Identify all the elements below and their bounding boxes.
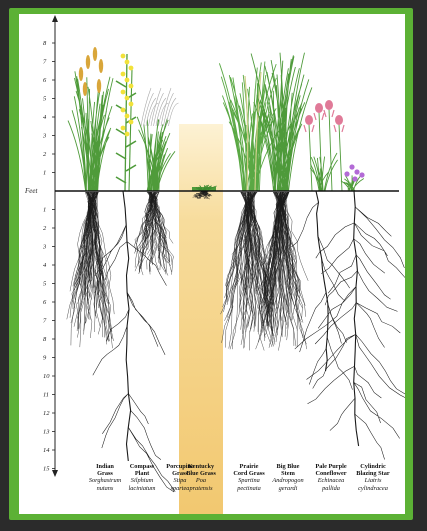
common-name-line2: Stem — [264, 470, 312, 477]
axis-tick-label: 10 — [43, 373, 50, 380]
common-name-line2: Coneflower — [307, 470, 355, 477]
axis-tick-label: 6 — [43, 299, 47, 306]
axis-tick-label: 12 — [43, 410, 50, 417]
plants-layer — [67, 47, 405, 492]
plant-porcupine-grass — [134, 88, 178, 276]
scientific-name-line1: Echinacea — [307, 477, 355, 484]
axis-tick-label: 8 — [43, 336, 47, 343]
axis-arrow-up-icon — [52, 15, 58, 22]
common-name-line2: Blazing Star — [349, 470, 397, 477]
plant-big-blue-stem — [251, 53, 312, 351]
common-name-line1: Big Blue — [264, 463, 312, 470]
plant-indian-grass — [67, 47, 114, 348]
axis-tick-label: 11 — [43, 392, 49, 399]
caption-cylindric-blazing-star: Cylindric Blazing Star Liatris cylindrac… — [349, 463, 397, 492]
axis-tick-label: 1 — [43, 170, 46, 177]
axis-tick-label: 5 — [43, 96, 47, 103]
axis-tick-label: 7 — [43, 318, 47, 325]
common-name-line1: Pale Purple — [307, 463, 355, 470]
caption-pale-purple-coneflower: Pale Purple Coneflower Echinacea pallida — [307, 463, 355, 492]
kentucky-highlight-band — [179, 124, 223, 514]
axis-tick-label: 8 — [43, 40, 47, 47]
axis-tick-label: 9 — [43, 355, 47, 362]
axis-tick-label: 4 — [43, 114, 47, 121]
axis-tick-label: 4 — [43, 262, 47, 269]
axis-tick-label: 3 — [42, 133, 47, 140]
axis-tick-label: 13 — [43, 429, 50, 436]
scientific-name-line1: Poa — [177, 477, 225, 484]
scientific-name-line2: cylindracea — [349, 485, 397, 492]
axis-tick-label: 2 — [43, 225, 47, 232]
caption-kentucky-blue-grass: Kentucky Blue Grass Poa pratensis — [177, 463, 225, 492]
scientific-name-line1: Andropogon — [264, 477, 312, 484]
axis-tick-label: 3 — [42, 244, 47, 251]
plant-prairie-cord-grass — [219, 62, 281, 351]
axis-tick-label: 15 — [43, 466, 50, 473]
axis-tick-label: 14 — [43, 447, 50, 454]
scientific-name-line2: pratensis — [177, 485, 225, 492]
common-name-line1: Kentucky — [177, 463, 225, 470]
axis-tick-label: 2 — [43, 151, 47, 158]
axis-tick-label: 1 — [43, 207, 46, 214]
scientific-name-line1: Liatris — [349, 477, 397, 484]
plant-cylindric-blazing-star — [295, 164, 405, 459]
feet-label: Feet — [24, 187, 38, 195]
common-name-line1: Cylindric — [349, 463, 397, 470]
common-name-line2: Blue Grass — [177, 470, 225, 477]
scientific-name-line2: pallida — [307, 485, 355, 492]
caption-big-blue-stem: Big Blue Stem Andropogon gerardi — [264, 463, 312, 492]
axis-tick-label: 5 — [43, 281, 47, 288]
scientific-name-line2: gerardi — [264, 485, 312, 492]
axis-tick-label: 6 — [43, 77, 47, 84]
axis-arrow-down-icon — [52, 470, 58, 477]
axis-tick-label: 7 — [43, 59, 47, 66]
